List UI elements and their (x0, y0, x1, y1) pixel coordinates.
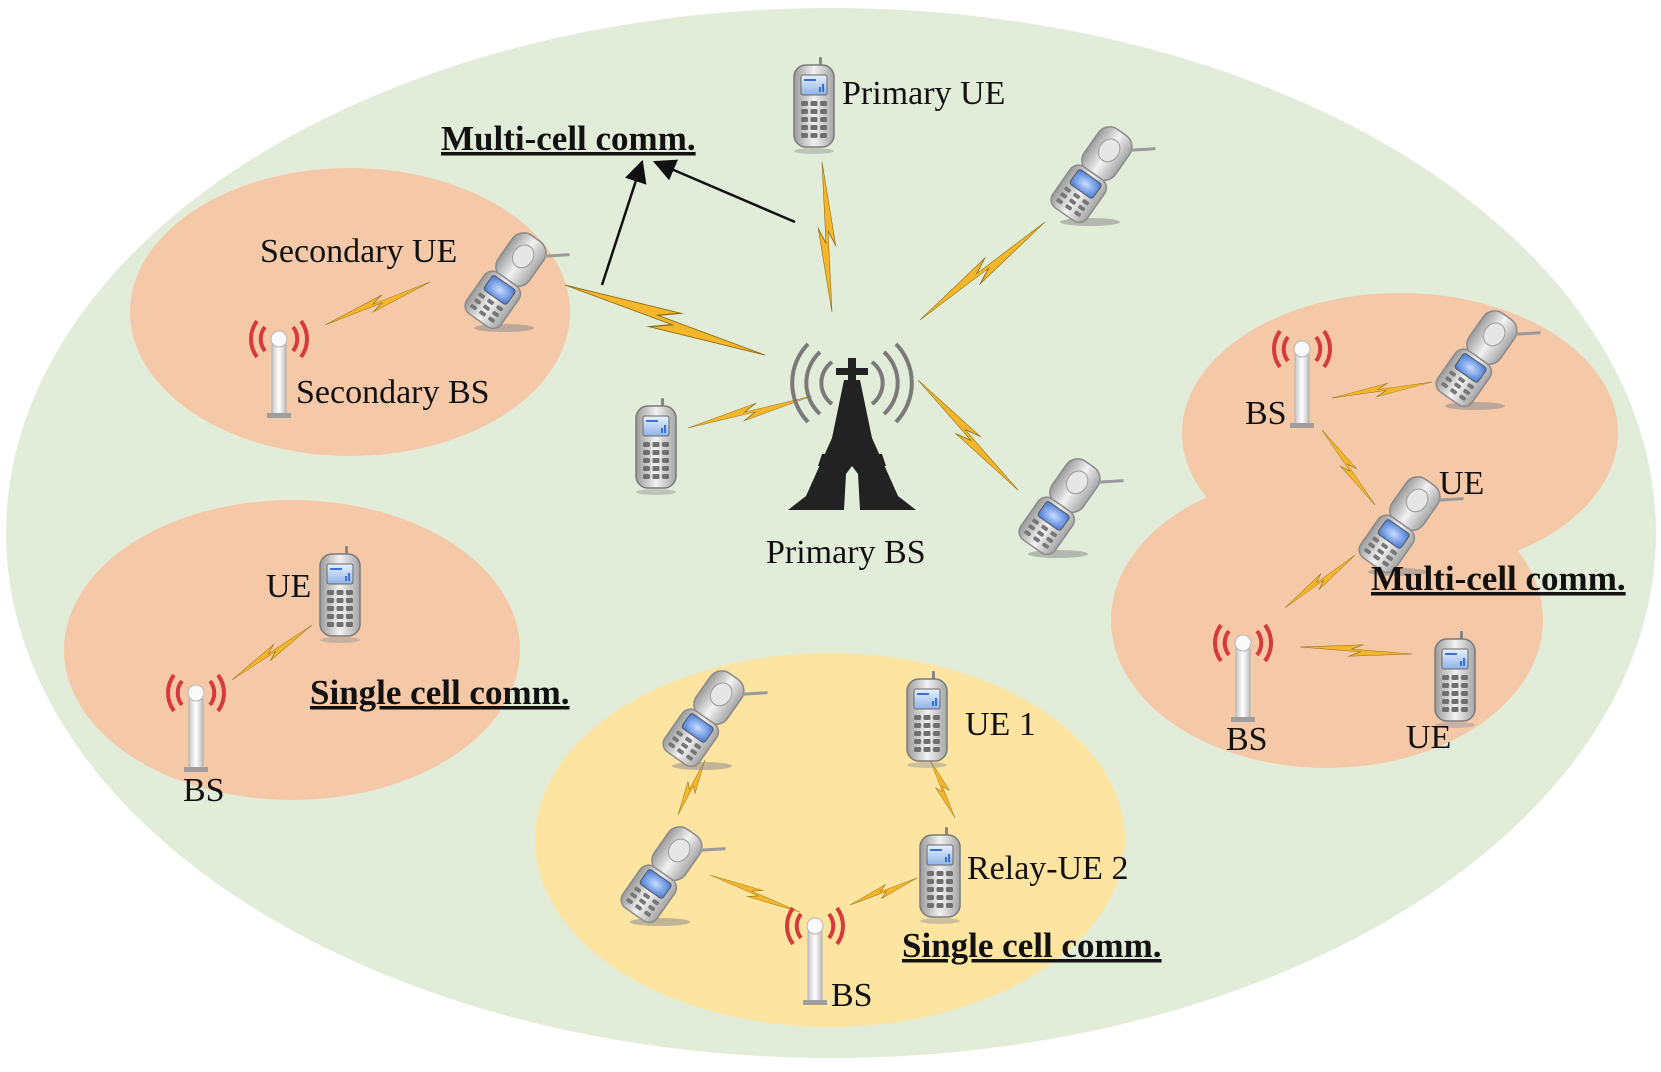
relay-cell (535, 653, 1125, 1027)
bar-phone-icon (319, 545, 361, 644)
primary-bs-label: Primary BS (766, 534, 926, 571)
left-bs-label: BS (183, 772, 225, 809)
secondary-bs-label: Secondary BS (296, 374, 490, 411)
multi-cell-title-right: Multi-cell comm. (1371, 559, 1626, 598)
single-cell-title-bottom: Single cell comm. (902, 926, 1162, 965)
bar-phone-icon (919, 826, 961, 925)
left-ue-label: UE (266, 568, 311, 605)
right-bs-top-label: BS (1245, 395, 1287, 432)
bar-phone-icon (1434, 630, 1476, 729)
bar-phone-icon (906, 670, 948, 769)
relay-bs-label: BS (831, 977, 873, 1014)
right-bs-bottom-label: BS (1226, 721, 1268, 758)
primary-ue-label: Primary UE (842, 75, 1005, 112)
secondary-ue-label: Secondary UE (260, 233, 457, 270)
relay-ue2-label: Relay-UE 2 (967, 850, 1128, 887)
arrow-icon (652, 159, 796, 224)
bar-phone-icon (793, 56, 835, 155)
right-ue-bottom-label: UE (1406, 719, 1451, 756)
relay-ue1-label: UE 1 (965, 706, 1036, 743)
arrow-icon (600, 159, 647, 286)
single-cell-left (64, 500, 520, 800)
small-cell-right-bottom (1111, 472, 1543, 768)
single-cell-title-left: Single cell comm. (310, 673, 570, 712)
right-ue-mid-label: UE (1439, 465, 1484, 502)
multi-cell-title-top: Multi-cell comm. (441, 119, 696, 158)
bar-phone-icon (635, 397, 677, 496)
